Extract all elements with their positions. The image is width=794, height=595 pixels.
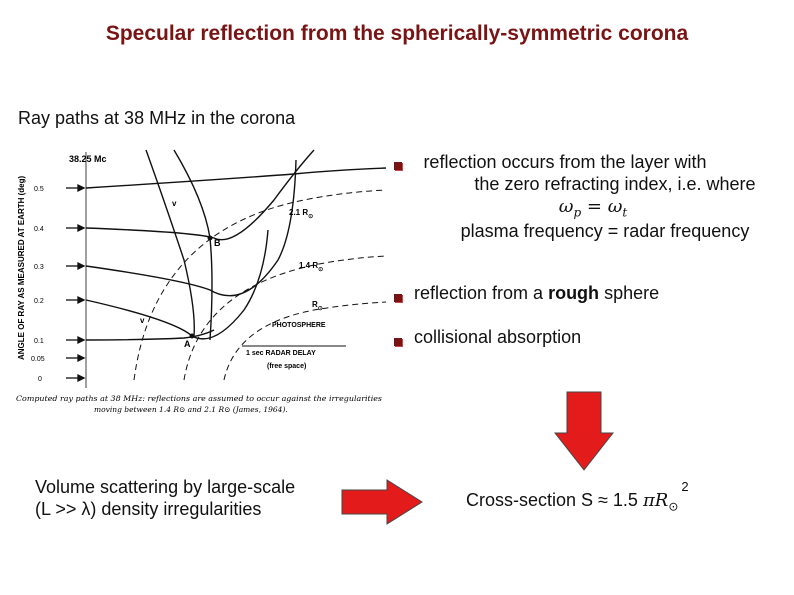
frequency-label: 38.25 Mc (69, 154, 107, 164)
bullet-zero-index: reflection occurs from the layer with th… (400, 151, 790, 242)
velocity-label: v (140, 316, 145, 325)
point-label-b: B (214, 238, 221, 248)
y-tick-label: 0.4 (34, 226, 44, 233)
plasma-equation: ωp = ωt (558, 196, 628, 220)
bullet-line: plasma frequency = radar frequency (460, 220, 750, 241)
y-ticks: 0.5 0.4 0.3 0.2 0.1 0.05 0 (31, 186, 45, 383)
shell-photosphere (223, 301, 386, 381)
free-space-label: (free space) (267, 363, 306, 370)
bullet-marker (394, 162, 402, 170)
reflection-point-b (207, 235, 213, 241)
ring-label-r: R⊙ (312, 300, 323, 312)
ray-path (85, 159, 297, 297)
y-tick-label: 0 (38, 376, 42, 383)
bullet-marker (394, 338, 402, 346)
slide-title: Specular reflection from the spherically… (105, 22, 689, 45)
y-tick-label: 0.05 (31, 356, 45, 363)
tick-arrows (66, 183, 86, 383)
ray-path (85, 329, 215, 341)
y-tick-label: 0.3 (34, 264, 44, 271)
bullet-absorption: collisional absorption (414, 327, 582, 347)
bullet-marker (394, 294, 402, 302)
y-tick-label: 0.5 (34, 186, 44, 193)
bullet-rough-sphere: reflection from a rough sphere (414, 283, 660, 303)
down-arrow-icon (554, 391, 614, 471)
ray-path (145, 149, 195, 337)
shell-1-4-r (183, 255, 386, 381)
y-tick-label: 0.1 (34, 338, 44, 345)
ring-label-2-1: 2.1 R⊙ (289, 208, 313, 220)
figure-caption-line2: moving between 1.4 R⊙ and 2.1 R⊙ (James,… (94, 405, 288, 414)
reflection-point-a (189, 333, 195, 339)
figure-caption-line1: Computed ray paths at 38 MHz: reflection… (16, 394, 382, 403)
ray-path-figure: ANGLE OF RAY AS MEASURED AT EARTH (deg) … (16, 149, 386, 414)
right-arrow-icon (341, 479, 423, 525)
bullet-line: reflection occurs from the layer with (423, 152, 707, 172)
figure-subtitle: Ray paths at 38 MHz in the corona (18, 108, 296, 128)
ring-label-1-4: 1.4 R⊙ (299, 261, 323, 273)
shell-2-1-r (133, 189, 386, 381)
ray-path (85, 167, 386, 189)
cross-section-formula: Cross-section S ≈ 1.5 πR⊙2 (466, 479, 689, 514)
ray-path (85, 149, 315, 241)
y-tick-label: 0.2 (34, 298, 44, 305)
photosphere-label: PHOTOSPHERE (272, 322, 326, 329)
bullet-line: the zero refracting index, i.e. where (474, 174, 756, 194)
y-axis-label: ANGLE OF RAY AS MEASURED AT EARTH (deg) (17, 176, 26, 360)
point-label-a: A (184, 339, 191, 349)
volume-scattering-text: Volume scattering by large-scale (L >> λ… (35, 477, 296, 519)
velocity-label: v (172, 199, 177, 208)
ray-path (85, 229, 269, 340)
radar-delay-label: 1 sec RADAR DELAY (246, 350, 316, 357)
